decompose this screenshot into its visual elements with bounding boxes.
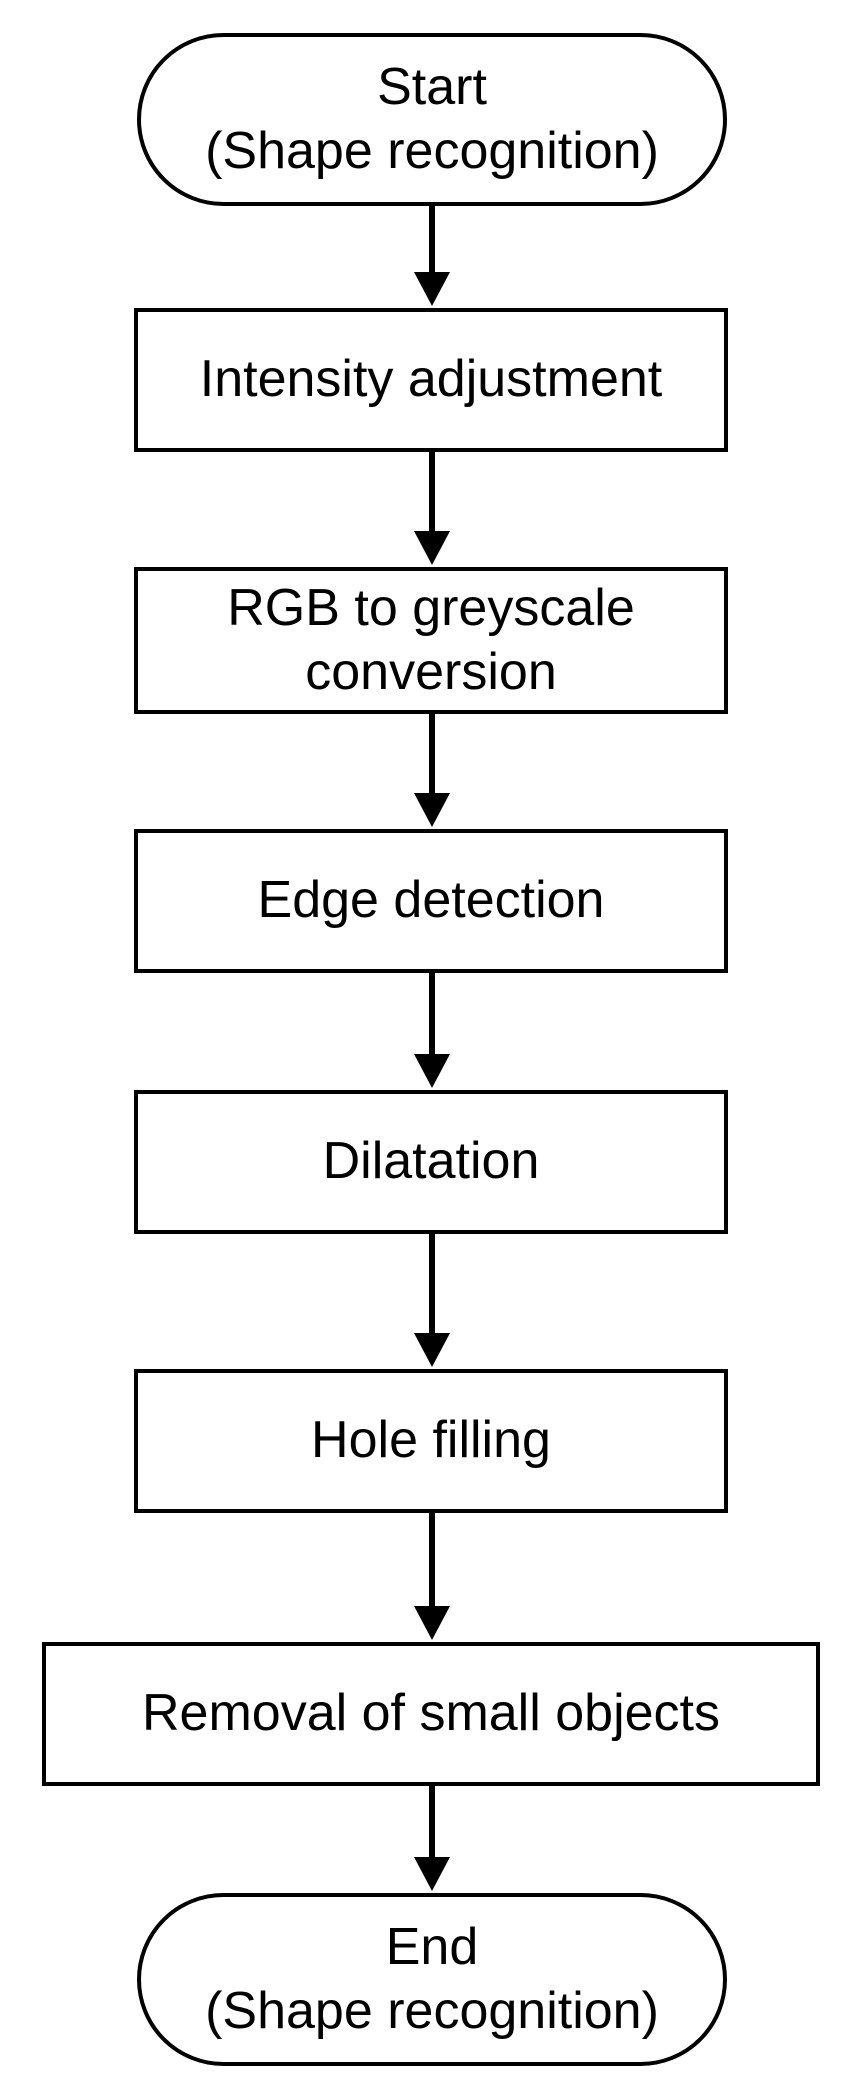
step-edge-detection: Edge detection xyxy=(134,829,728,973)
arrowhead xyxy=(414,1333,450,1367)
step-label: Edge detection xyxy=(257,871,605,930)
step-dilatation: Dilatation xyxy=(134,1090,728,1234)
end-terminal: End (Shape recognition) xyxy=(137,1893,727,2066)
step-intensity-adjustment: Intensity adjustment xyxy=(134,308,728,452)
step-rgb-to-greyscale: RGB to greyscale conversion xyxy=(134,567,728,714)
arrowhead xyxy=(414,272,450,306)
step-label: Hole filling xyxy=(311,1411,551,1470)
step-label: Dilatation xyxy=(322,1132,540,1191)
step-label: RGB to greyscale xyxy=(227,578,635,637)
step-removal-small-objects: Removal of small objects xyxy=(42,1642,820,1786)
step-label: Intensity adjustment xyxy=(199,350,663,409)
arrowhead xyxy=(414,1606,450,1640)
start-label: Start xyxy=(377,57,487,116)
arrowhead xyxy=(414,531,450,565)
step-label: Removal of small objects xyxy=(142,1684,720,1743)
end-sublabel: (Shape recognition) xyxy=(205,1981,659,2040)
arrowhead xyxy=(414,793,450,827)
end-label: End xyxy=(385,1917,479,1976)
arrowhead xyxy=(414,1857,450,1891)
start-terminal: Start (Shape recognition) xyxy=(137,33,727,206)
step-label-line2: conversion xyxy=(305,642,557,701)
arrowhead xyxy=(414,1054,450,1088)
start-sublabel: (Shape recognition) xyxy=(205,121,659,180)
step-hole-filling: Hole filling xyxy=(134,1369,728,1513)
